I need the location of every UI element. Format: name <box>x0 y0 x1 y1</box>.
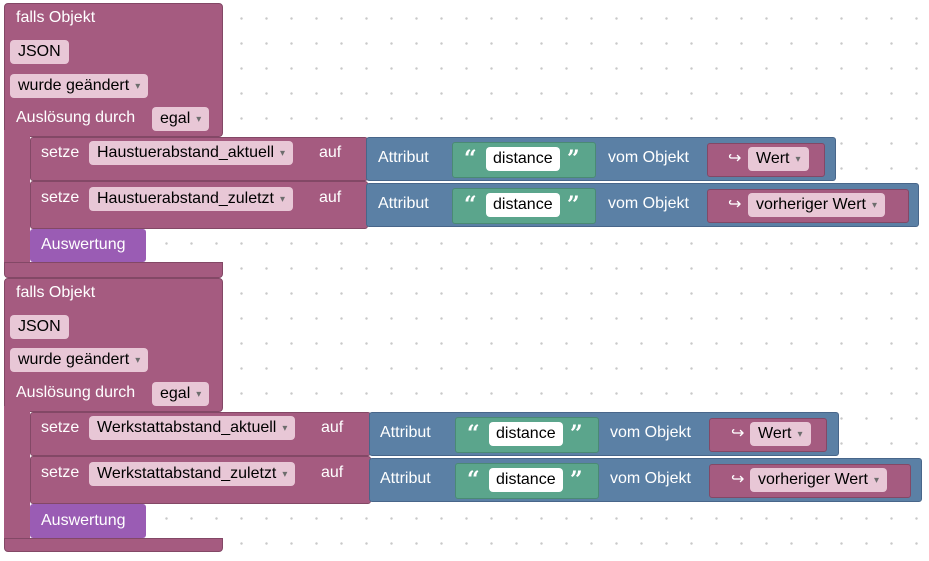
from-object-label: vom Objekt <box>608 149 689 166</box>
set-label: setze <box>41 189 80 206</box>
on-label: auf <box>319 144 342 161</box>
attribute-label: Attribut <box>378 149 429 166</box>
trigger-by-dropdown[interactable]: egal <box>152 382 210 406</box>
event-block-1[interactable]: falls Objekt JSON wurde geändert Auslösu… <box>0 0 226 280</box>
on-label: auf <box>321 464 344 481</box>
quote-open-icon: “ <box>467 467 480 493</box>
quote-close-icon: ” <box>567 146 580 172</box>
trigger-label: falls Objekt <box>16 9 96 26</box>
function-label: Auswertung <box>41 512 126 529</box>
variable-dropdown[interactable]: Werkstattabstand_aktuell <box>89 416 296 440</box>
variable-dropdown[interactable]: Werkstattabstand_zuletzt <box>89 462 296 486</box>
event-block-2[interactable]: falls Objekt JSON wurde geändert Auslösu… <box>0 276 226 560</box>
quote-open-icon: “ <box>467 421 480 447</box>
trigger-by-label: Auslösung durch <box>16 109 136 126</box>
quote-close-icon: ” <box>570 467 583 493</box>
on-label: auf <box>321 419 344 436</box>
attribute-label: Attribut <box>380 424 431 441</box>
attribute-text-field[interactable]: distance <box>489 468 563 492</box>
function-block[interactable] <box>30 504 146 538</box>
set-label: setze <box>41 144 80 161</box>
function-label: Auswertung <box>41 236 126 253</box>
quote-open-icon: “ <box>464 192 477 218</box>
quote-open-icon: “ <box>464 146 477 172</box>
variable-dropdown[interactable]: Haustuerabstand_zuletzt <box>89 187 294 211</box>
statement-arm <box>4 130 30 266</box>
variable-dropdown[interactable]: Haustuerabstand_aktuell <box>89 141 294 165</box>
source-dropdown[interactable]: vorheriger Wert <box>750 468 887 492</box>
return-arrow-icon: ↪ <box>728 150 742 167</box>
trigger-bottom <box>4 538 223 552</box>
quote-close-icon: ” <box>567 192 580 218</box>
trigger-by-label: Auslösung durch <box>16 384 136 401</box>
return-arrow-icon: ↪ <box>731 471 745 488</box>
object-id-field[interactable]: JSON <box>10 315 69 339</box>
event-dropdown[interactable]: wurde geändert <box>10 348 149 372</box>
object-id-field[interactable]: JSON <box>10 40 69 64</box>
from-object-label: vom Objekt <box>610 470 691 487</box>
return-arrow-icon: ↪ <box>731 425 745 442</box>
source-dropdown[interactable]: Wert <box>750 422 811 446</box>
attribute-label: Attribut <box>378 195 429 212</box>
on-label: auf <box>319 189 342 206</box>
trigger-by-dropdown[interactable]: egal <box>152 107 210 131</box>
attribute-label: Attribut <box>380 470 431 487</box>
statement-arm <box>4 406 30 546</box>
function-block[interactable] <box>30 229 146 262</box>
set-label: setze <box>41 419 80 436</box>
source-dropdown[interactable]: Wert <box>748 147 809 171</box>
attribute-text-field[interactable]: distance <box>486 147 560 171</box>
trigger-bottom <box>4 262 223 278</box>
from-object-label: vom Objekt <box>610 424 691 441</box>
return-arrow-icon: ↪ <box>728 196 742 213</box>
attribute-text-field[interactable]: distance <box>489 422 563 446</box>
set-label: setze <box>41 464 80 481</box>
attribute-text-field[interactable]: distance <box>486 193 560 217</box>
trigger-label: falls Objekt <box>16 284 96 301</box>
source-dropdown[interactable]: vorheriger Wert <box>748 193 885 217</box>
event-dropdown[interactable]: wurde geändert <box>10 74 149 98</box>
from-object-label: vom Objekt <box>608 195 689 212</box>
quote-close-icon: ” <box>570 421 583 447</box>
